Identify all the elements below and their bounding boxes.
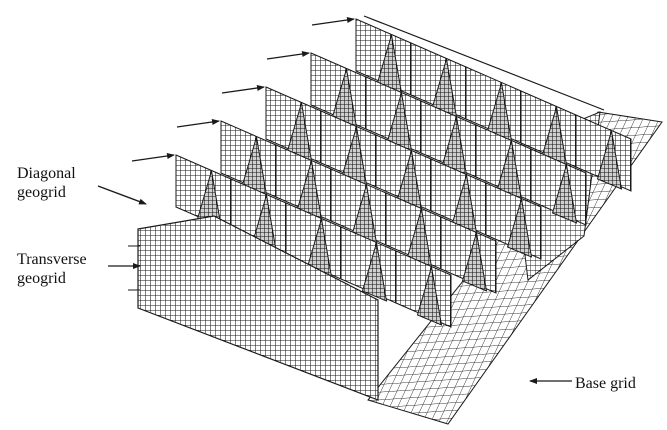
row-arrow (177, 121, 219, 127)
transverse-label-line-1: Transverse (17, 250, 87, 269)
transverse-geogrid-label: Transverse geogrid (17, 250, 87, 288)
diagonal-label-line-2: geogrid (17, 183, 76, 202)
row-arrow (132, 155, 174, 161)
row-arrow (312, 19, 354, 25)
row-arrow (222, 87, 264, 93)
transverse-label-line-2: geogrid (17, 269, 87, 288)
row-arrow (267, 53, 309, 59)
diagonal-label-arrow (98, 186, 146, 204)
base-grid-label: Base grid (575, 374, 636, 393)
diagonal-geogrid-label: Diagonal geogrid (17, 164, 76, 202)
diagonal-label-line-1: Diagonal (17, 164, 76, 183)
